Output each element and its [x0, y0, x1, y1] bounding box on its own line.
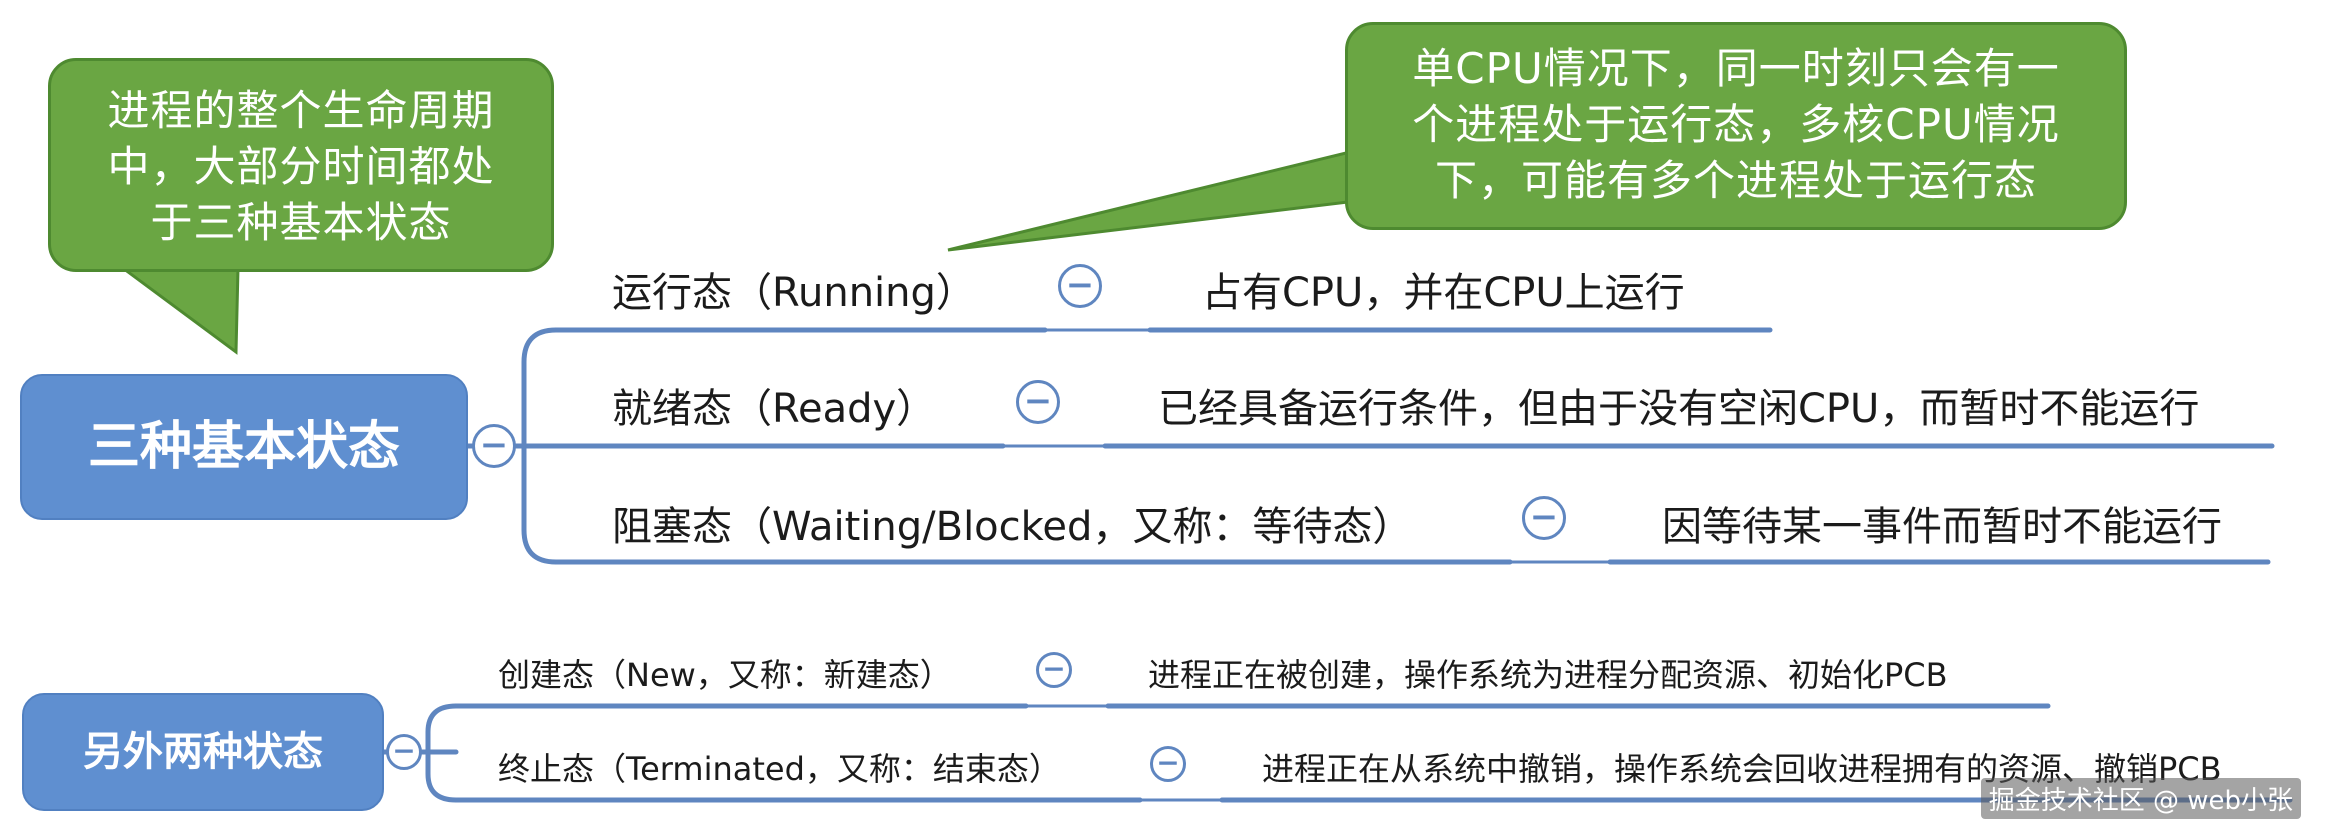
callout-line: 于三种基本状态 [150, 198, 452, 247]
minus-circle-icon[interactable]: − [472, 424, 516, 468]
minus-circle-icon[interactable]: − [1058, 264, 1102, 308]
callout-line: 个进程处于运行态，多核CPU情况 [1412, 100, 2060, 149]
root-node-basic-states[interactable]: 三种基本状态 [20, 374, 468, 520]
root-node-other-states[interactable]: 另外两种状态 [22, 693, 384, 811]
state-new-desc: 进程正在被创建，操作系统为进程分配资源、初始化PCB [1148, 656, 1948, 694]
state-blocked-desc: 因等待某一事件而暂时不能运行 [1662, 504, 2222, 550]
callout-line: 进程的整个生命周期 [107, 86, 495, 135]
left-callout-tail [115, 264, 240, 355]
callout-line: 中，大部分时间都处 [107, 142, 495, 191]
state-running-desc: 占有CPU，并在CPU上运行 [1202, 270, 1685, 316]
callout-line: 下，可能有多个进程处于运行态 [1434, 156, 2037, 205]
cpu-callout: 单CPU情况下，同一时刻只会有一 个进程处于运行态，多核CPU情况 下，可能有多… [1345, 22, 2127, 230]
minus-circle-icon[interactable]: − [1016, 380, 1060, 424]
minus-circle-icon[interactable]: − [1150, 746, 1186, 782]
state-ready-label: 就绪态（Ready） [612, 386, 937, 432]
state-terminated-label: 终止态（Terminated，又称：结束态） [498, 750, 1061, 788]
state-new-label: 创建态（New，又称：新建态） [498, 656, 952, 694]
state-running-label: 运行态（Running） [612, 270, 976, 316]
state-blocked-label: 阻塞态（Waiting/Blocked，又称：等待态） [612, 504, 1413, 550]
minus-circle-icon[interactable]: − [386, 734, 422, 770]
state-ready-desc: 已经具备运行条件，但由于没有空闲CPU，而暂时不能运行 [1158, 386, 2200, 432]
minus-circle-icon[interactable]: − [1036, 652, 1072, 688]
watermark: 掘金技术社区 @ web小张 [1980, 778, 2301, 819]
minus-circle-icon[interactable]: − [1522, 496, 1566, 540]
right-callout-tail [947, 150, 1402, 252]
callout-line: 单CPU情况下，同一时刻只会有一 [1412, 44, 2060, 93]
lifecycle-callout: 进程的整个生命周期 中，大部分时间都处 于三种基本状态 [48, 58, 554, 272]
